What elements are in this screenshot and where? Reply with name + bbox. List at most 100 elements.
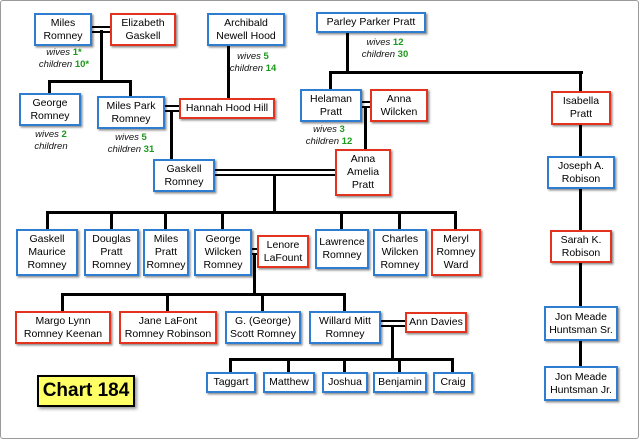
drop-line-lawrence	[340, 211, 343, 229]
person-box-gaskell-maurice-romney: Gaskell Maurice Romney	[16, 229, 78, 276]
wives-label: wives	[35, 129, 59, 140]
drop-line-craig	[451, 358, 454, 372]
wives-value: 2	[61, 129, 67, 140]
drop-line-isabella	[579, 71, 582, 91]
drop-line-charles	[398, 211, 401, 229]
person-box-douglas-pratt-romney: Douglas Pratt Romney	[84, 229, 139, 276]
person-box-joshua: Joshua	[322, 372, 368, 393]
sibling-bar-romney-gen6	[229, 358, 454, 361]
descent-line-georgew-children	[253, 253, 256, 294]
wives-count: wives 1*	[31, 47, 97, 59]
wives-label: wives	[115, 132, 139, 143]
children-count: children 31	[98, 144, 164, 156]
person-box-craig: Craig	[433, 372, 473, 393]
descent-line-huntsmansr-jr	[579, 341, 582, 366]
wives-count: wives 3	[298, 124, 360, 136]
sibling-bar-romney-gen2	[48, 80, 132, 83]
person-box-lawrence-romney: Lawrence Romney	[315, 229, 369, 269]
annotation-helaman-pratt: wives 3 children 12	[298, 124, 360, 149]
children-count: children	[20, 141, 82, 153]
person-box-jane-lafont-romney-robinson: Jane LaFont Romney Robinson	[119, 311, 217, 344]
annotation-george-romney: wives 2 children	[20, 129, 82, 154]
drop-line-scott	[261, 293, 264, 311]
children-label: children	[229, 63, 264, 75]
drop-line-gaskell-maurice	[46, 211, 49, 229]
children-label: children	[34, 141, 68, 153]
person-box-matthew: Matthew	[263, 372, 315, 393]
descent-line-isabella-joseph	[579, 125, 582, 156]
descent-line-parley	[346, 33, 349, 71]
drop-line-margo	[61, 293, 64, 311]
sibling-bar-romney-gen5	[61, 293, 346, 296]
person-box-margo-lynn-romney-keenan: Margo Lynn Romney Keenan	[15, 311, 111, 344]
children-label: children	[361, 49, 396, 61]
descent-line-archibald-hannah	[227, 46, 230, 98]
children-value: 12	[341, 136, 353, 148]
children-count: children 14	[225, 63, 281, 75]
person-box-hannah-hood-hill: Hannah Hood Hill	[179, 98, 275, 119]
person-box-willard-mitt-romney: Willard Mitt Romney	[309, 311, 381, 344]
drop-line-matthew	[287, 358, 290, 372]
person-box-benjamin: Benjamin	[373, 372, 427, 393]
wives-count: wives 12	[353, 37, 417, 49]
wives-label: wives	[313, 124, 337, 135]
person-box-george-wilcken-romney: George Wilcken Romney	[194, 229, 252, 276]
person-box-isabella-pratt: Isabella Pratt	[551, 91, 611, 125]
person-box-joseph-a-robison: Joseph A. Robison	[547, 156, 615, 189]
drop-line-jane	[166, 293, 169, 311]
children-count: children 30	[353, 49, 417, 61]
children-label: children	[305, 136, 340, 148]
children-value: 31	[143, 144, 155, 156]
sibling-bar-romney-gen4	[46, 211, 457, 214]
wives-count: wives 5	[98, 132, 164, 144]
descent-line-gaskell-children	[273, 174, 276, 212]
person-box-g-george-scott-romney: G. (George) Scott Romney	[225, 311, 301, 344]
children-label: children	[107, 144, 142, 156]
drop-line-joshua	[343, 358, 346, 372]
annotation-parley-pratt: wives 12 children 30	[353, 37, 417, 62]
person-box-archibald-newell-hood: Archibald Newell Hood	[207, 13, 285, 46]
person-box-anna-amelia-pratt: Anna Amelia Pratt	[335, 149, 391, 196]
annotation-archibald-hood: wives 5 children 14	[225, 51, 281, 76]
wives-count: wives 5	[225, 51, 281, 63]
wives-count: wives 2	[20, 129, 82, 141]
person-box-jon-meade-huntsman-sr: Jon Meade Huntsman Sr.	[544, 306, 618, 341]
wives-label: wives	[46, 47, 71, 58]
wives-value: 3	[339, 124, 345, 135]
descent-line-gaskell-romney	[170, 110, 173, 159]
drop-line-meryl	[454, 211, 457, 229]
children-value: 30	[397, 49, 409, 61]
children-value: 14	[265, 63, 277, 75]
wives-value: 5	[263, 51, 269, 62]
drop-line-miles-pratt	[164, 211, 167, 229]
person-box-helaman-pratt: Helaman Pratt	[300, 89, 362, 122]
annotation-miles-park-romney: wives 5 children 31	[98, 132, 164, 157]
person-box-miles-pratt-romney: Miles Pratt Romney	[143, 229, 189, 276]
person-box-anna-wilcken: Anna Wilcken	[370, 89, 428, 122]
descent-line-joseph-sarah	[579, 189, 582, 230]
descent-line-miles-family	[100, 30, 103, 80]
person-box-charles-wilcken-romney: Charles Wilcken Romney	[373, 229, 427, 276]
person-box-taggart: Taggart	[206, 372, 256, 393]
person-box-gaskell-romney: Gaskell Romney	[153, 159, 215, 192]
drop-line-miles-park	[129, 80, 132, 96]
children-count: children 10*	[31, 59, 97, 71]
wives-value: 1*	[72, 47, 82, 58]
person-box-ann-davies: Ann Davies	[405, 312, 467, 333]
drop-line-douglas	[110, 211, 113, 229]
person-box-meryl-romney-ward: Meryl Romney Ward	[431, 229, 481, 276]
annotation-miles-romney: wives 1* children 10*	[31, 47, 97, 72]
children-value: 10*	[74, 59, 90, 71]
person-box-george-romney: George Romney	[19, 93, 81, 126]
person-box-lenore-lafount: Lenore LaFount	[257, 235, 309, 268]
person-box-elizabeth-gaskell: Elizabeth Gaskell	[110, 13, 176, 46]
person-box-sarah-k-robison: Sarah K. Robison	[550, 230, 612, 263]
drop-line-helaman	[329, 71, 332, 89]
wives-value: 5	[141, 132, 147, 143]
drop-line-george-romney	[48, 80, 51, 93]
wives-label: wives	[237, 51, 261, 62]
chart-number-label: Chart 184	[37, 375, 135, 407]
person-box-miles-park-romney: Miles Park Romney	[97, 96, 165, 129]
descent-line-mitt-children	[391, 325, 394, 359]
children-count: children 12	[298, 136, 360, 148]
